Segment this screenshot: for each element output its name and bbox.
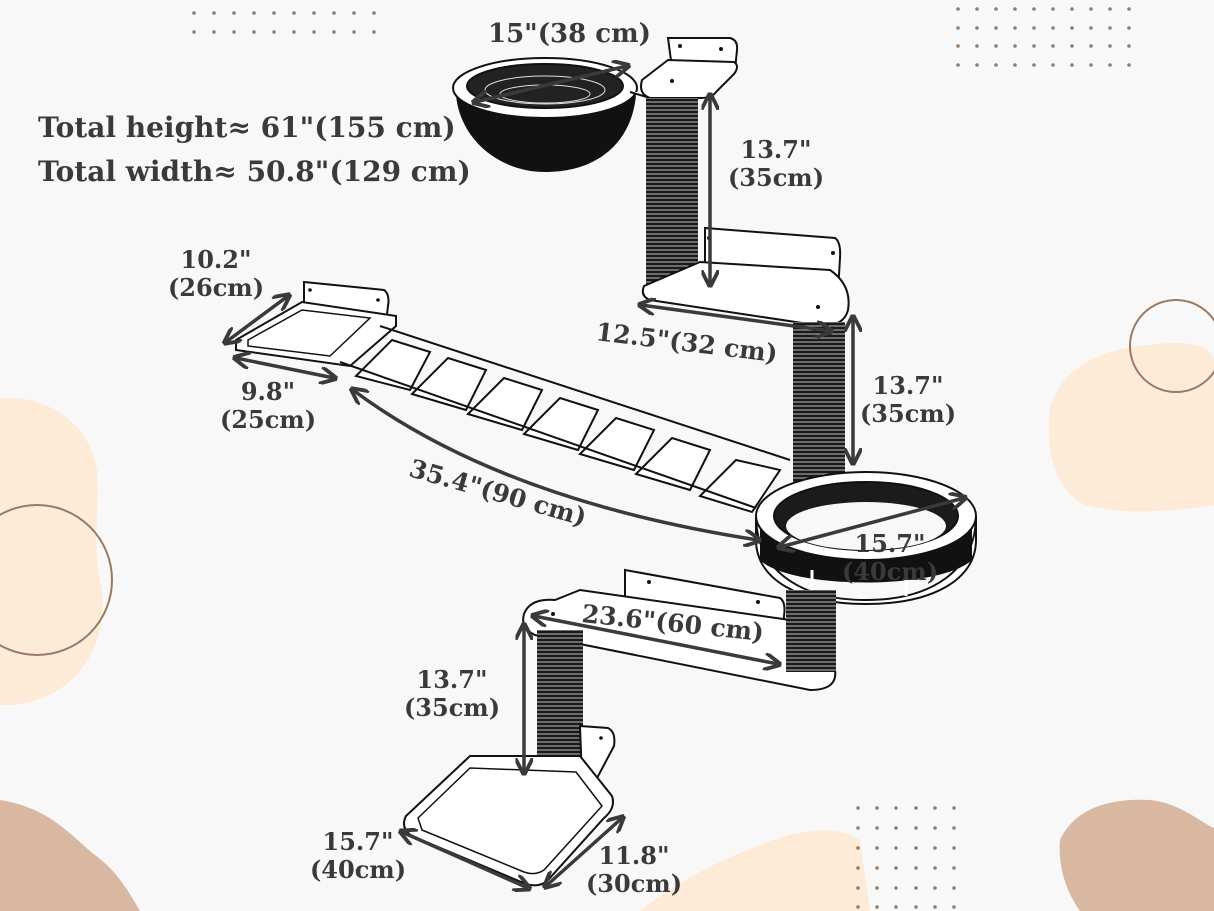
dimension-arrows [226,66,964,888]
arrow-bridge-width [236,358,334,378]
upper-sisal-post [646,98,698,294]
tan-blob-left [0,800,140,911]
upper-post-height-cm: (35cm) [727,163,825,192]
lower-post-height-label: 13.7" (35cm) [396,666,508,722]
lower-right-sisal-post [786,590,836,672]
top-wall-bracket [640,37,739,99]
base-depth-in: 11.8" [598,841,670,870]
arrow-lower-shelf [534,616,778,664]
bowl-diameter-label: 15"(38 cm) [488,19,651,49]
bridge-platform-width-cm: (25cm) [219,405,317,434]
ring-outline-left [0,504,113,656]
ring-bed-diameter-in: 15.7" [854,529,926,558]
middle-post-height-cm: (35cm) [859,399,957,428]
dot-grid-top-right [956,7,1131,67]
base-width-label: 15.7" (40cm) [302,828,414,884]
arrow-upper-shelf [641,305,830,331]
arrow-bridge-depth [226,296,288,342]
upper-post-height-in: 13.7" [740,135,812,164]
arrow-bowl-diameter [475,66,627,102]
ring-bed-diameter-cm: (40cm) [841,557,939,586]
middle-post-height-label: 13.7" (35cm) [852,372,964,428]
ring-outline-right [1129,299,1214,393]
base-depth-cm: (30cm) [585,869,683,898]
tan-blob-right [1059,799,1214,911]
peach-blob-right [1048,342,1214,512]
bridge-platform-width-label: 9.8" (25cm) [212,378,324,434]
peach-blob-left [0,397,103,705]
arrow-base-width [402,832,528,888]
arrow-ring-bed [780,498,964,547]
bridge-platform-depth-label: 10.2" (26cm) [160,246,272,302]
middle-sisal-post [793,322,845,482]
bridge-platform-depth-cm: (26cm) [167,273,265,302]
arrow-bridge-length [353,390,758,540]
total-height-label: Total height≈ 61"(155 cm) [38,111,456,144]
upper-post-height-label: 13.7" (35cm) [720,136,832,192]
peach-blob-bottom [640,830,870,911]
base-width-cm: (40cm) [309,855,407,884]
dot-grid-top-left [192,11,376,34]
bridge-platform-width-in: 9.8" [240,377,296,406]
lower-post-height-in: 13.7" [416,665,488,694]
lower-post-height-cm: (35cm) [403,693,501,722]
base-width-in: 15.7" [322,827,394,856]
arrow-base-depth [546,818,622,886]
dot-grid-bottom [856,806,956,909]
middle-post-height-in: 13.7" [872,371,944,400]
total-width-label: Total width≈ 50.8"(129 cm) [38,155,471,188]
bridge-platform-depth-in: 10.2" [180,245,252,274]
base-depth-label: 11.8" (30cm) [578,842,690,898]
ring-bed-diameter-label: 15.7" (40cm) [834,530,946,586]
